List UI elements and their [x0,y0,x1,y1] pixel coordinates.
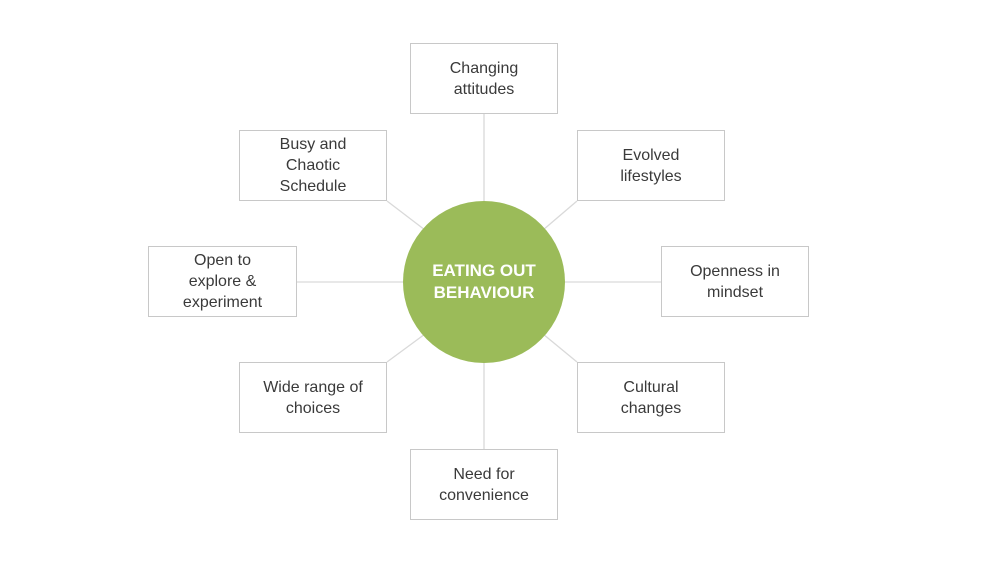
connector-top-left [386,200,426,231]
node-openness-in-mindset: Openness in mindset [661,246,809,317]
node-open-to-explore: Open to explore & experiment [148,246,297,317]
node-need-for-convenience: Need for convenience [410,449,558,520]
node-evolved-lifestyles: Evolved lifestyles [577,130,725,201]
node-busy-schedule: Busy and Chaotic Schedule [239,130,387,201]
node-wide-range-of-choices: Wide range of choices [239,362,387,433]
connector-bottom-left [386,333,426,363]
node-cultural-changes: Cultural changes [577,362,725,433]
center-hub: EATING OUT BEHAVIOUR [403,201,565,363]
node-changing-attitudes: Changing attitudes [410,43,558,114]
connector-top-right [542,200,578,231]
connector-bottom-right [542,333,578,363]
